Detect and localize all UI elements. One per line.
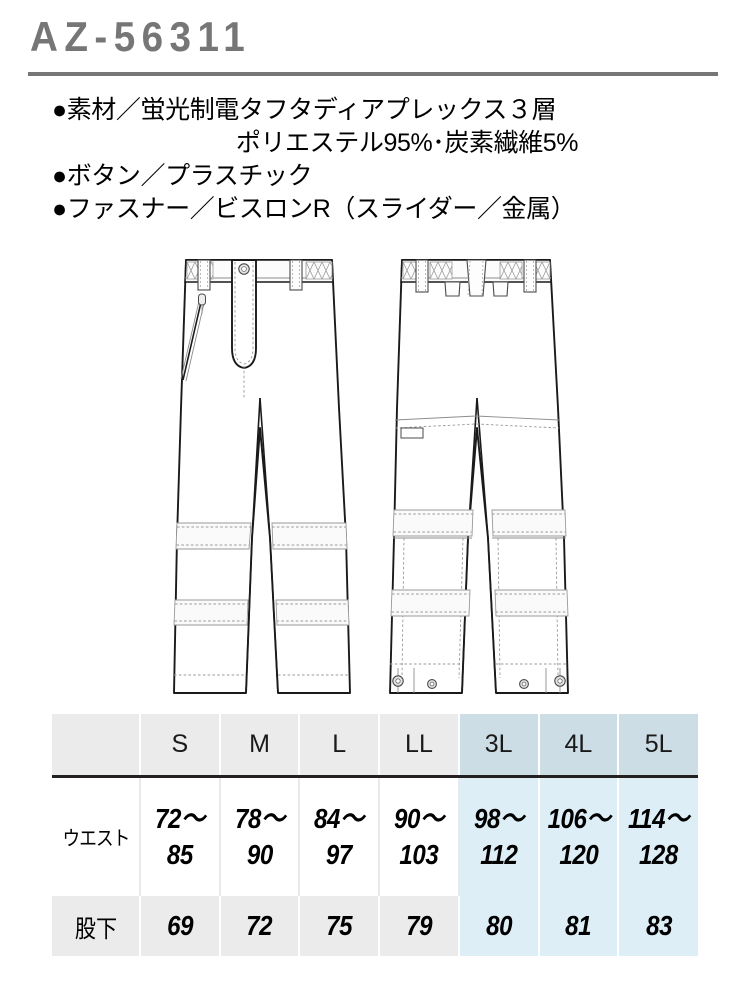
- cell-text: 81: [565, 910, 592, 941]
- page-title: AZ-56311: [30, 13, 252, 60]
- size-header-l: L: [299, 714, 381, 778]
- cell-text: 69: [166, 910, 193, 941]
- size-header-ll: LL: [379, 714, 460, 778]
- spec-line-composition: ポリエステル95%･炭素繊維5%: [235, 129, 579, 157]
- cell-text: 72〜85: [155, 802, 205, 870]
- reflective-bands-front-lower: [173, 599, 350, 626]
- inseam-value-l: 75: [299, 896, 381, 956]
- reflective-bands-back-upper: [392, 509, 567, 537]
- size-table-header-row: S M L LL 3L 4L 5L: [52, 714, 698, 778]
- size-table: S M L LL 3L 4L 5L ウエスト 72〜85 78〜90 84〜97…: [52, 714, 698, 956]
- spec-line-fastener: ●ファスナー／ビスロンR（スライダー／金属）: [52, 195, 576, 223]
- hem-snaps-back: [392, 675, 566, 689]
- waist-value-4l: 106〜120: [538, 776, 620, 896]
- cell-text: 78〜90: [234, 802, 285, 870]
- cell-text: 79: [405, 910, 432, 941]
- row-label-waist-text: ウエスト: [62, 828, 130, 851]
- size-header-4l: 4L: [538, 714, 620, 778]
- cell-text: 80: [485, 910, 512, 941]
- inseam-value-s: 69: [140, 896, 221, 956]
- row-label-inseam: 股下: [52, 896, 141, 956]
- cell-text: 106〜120: [547, 802, 610, 870]
- table-row-inseam: 股下 69 72 75 79 80 81 83: [52, 896, 698, 956]
- cell-text: 75: [326, 910, 353, 941]
- size-header-5l: 5L: [618, 714, 698, 778]
- cell-text: 84〜97: [314, 802, 365, 870]
- size-table-corner-cell: [52, 714, 141, 778]
- cell-text: 72: [246, 910, 273, 941]
- title-divider: [28, 72, 718, 76]
- waist-value-l: 84〜97: [299, 776, 381, 896]
- product-illustration: .ol { fill:#fff; stroke:#1a1a1a; stroke-…: [150, 238, 600, 708]
- waist-value-5l: 114〜128: [618, 776, 698, 896]
- inseam-value-ll: 79: [379, 896, 460, 956]
- care-label-tag: [400, 427, 424, 439]
- inseam-value-3l: 80: [458, 896, 540, 956]
- spec-line-material: ●素材／蛍光制電タフタディアプレックス３層: [52, 96, 557, 124]
- belt-loops-front: [197, 259, 303, 291]
- row-label-waist: ウエスト: [52, 776, 141, 896]
- cell-text: 98〜112: [473, 802, 524, 870]
- reflective-bands-front-upper: [175, 522, 348, 550]
- cell-text: 83: [645, 910, 672, 941]
- waist-value-m: 78〜90: [219, 776, 301, 896]
- inseam-value-5l: 83: [618, 896, 698, 956]
- pants-back-view: [389, 259, 569, 694]
- cell-text: 114〜128: [628, 802, 689, 870]
- waist-value-3l: 98〜112: [458, 776, 540, 896]
- inseam-value-4l: 81: [538, 896, 620, 956]
- size-header-3l: 3L: [458, 714, 540, 778]
- waist-value-s: 72〜85: [140, 776, 221, 896]
- pants-front-view: [173, 259, 351, 694]
- zipper-pocket-front: [180, 293, 206, 382]
- table-row-waist: ウエスト 72〜85 78〜90 84〜97 90〜103 98〜112 106…: [52, 776, 698, 896]
- cell-text: 90〜103: [394, 802, 444, 870]
- size-header-m: M: [219, 714, 301, 778]
- reflective-bands-back-lower: [390, 589, 569, 617]
- inseam-value-m: 72: [219, 896, 301, 956]
- size-header-s: S: [140, 714, 221, 778]
- row-label-inseam-text: 股下: [74, 915, 117, 943]
- spec-list: ●素材／蛍光制電タフタディアプレックス３層 ポリエステル95%･炭素繊維5% ●…: [0, 94, 750, 226]
- spec-line-button: ●ボタン／プラスチック: [52, 162, 313, 190]
- waist-value-ll: 90〜103: [379, 776, 460, 896]
